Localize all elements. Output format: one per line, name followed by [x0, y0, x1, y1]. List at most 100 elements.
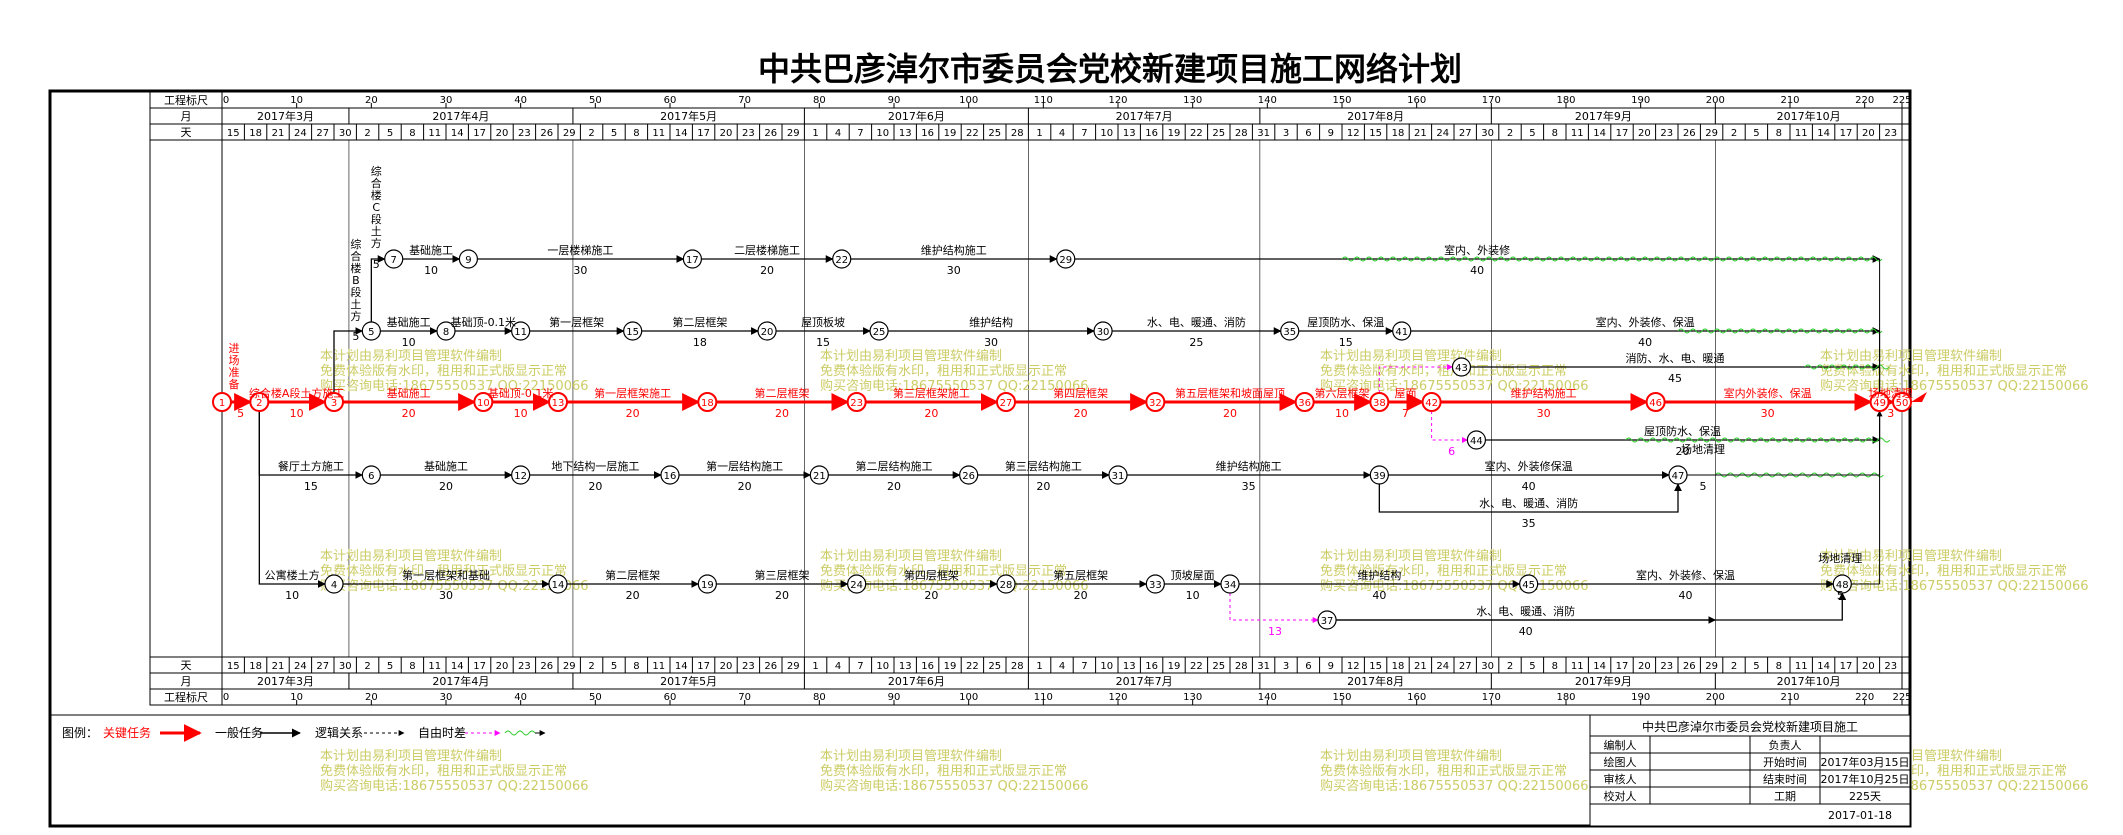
task-duration: 20 — [1074, 407, 1088, 420]
day-label: 22 — [1190, 661, 1203, 672]
event-node-31: 31 — [1108, 465, 1128, 485]
task-duration: 7 — [1402, 407, 1409, 420]
day-label: 24 — [1436, 661, 1449, 672]
header-day-label: 天 — [181, 659, 192, 672]
task-name: 室内外装修、保温 — [1724, 386, 1812, 400]
side-label-char: 综 — [350, 237, 361, 251]
ruler-tick-label: 10 — [290, 95, 303, 106]
event-node-20: 20 — [757, 321, 777, 341]
day-label: 19 — [944, 661, 957, 672]
event-node-number: 13 — [552, 398, 565, 409]
event-node-21: 21 — [809, 465, 829, 485]
event-node-number: 26 — [962, 471, 975, 482]
day-label: 29 — [1705, 661, 1718, 672]
event-node-number: 36 — [1298, 398, 1311, 409]
event-node-number: 17 — [686, 255, 699, 266]
day-label: 26 — [1683, 128, 1696, 139]
day-label: 25 — [988, 128, 1001, 139]
day-label: 20 — [1862, 661, 1875, 672]
event-node-circle — [1369, 465, 1389, 485]
info-k2-0: 负责人 — [1769, 738, 1802, 752]
day-label: 2 — [364, 661, 370, 672]
event-node-number: 47 — [1672, 471, 1685, 482]
day-label: 26 — [764, 661, 777, 672]
task-name: 第五层框架和坡面屋顶 — [1175, 386, 1285, 400]
event-node-circle — [697, 574, 717, 594]
day-label: 14 — [675, 661, 688, 672]
ruler-tick-label: 60 — [664, 692, 677, 703]
event-node-48: 48 — [1832, 574, 1852, 594]
task-duration: 20 — [1036, 480, 1050, 493]
day-label: 13 — [899, 661, 912, 672]
task-duration: 20 — [924, 407, 938, 420]
day-label: 30 — [1481, 661, 1494, 672]
day-label: 28 — [1011, 661, 1024, 672]
ruler-tick-label: 40 — [514, 692, 527, 703]
ruler-tick-label: 40 — [514, 95, 527, 106]
day-label: 1 — [812, 661, 818, 672]
day-label: 8 — [633, 661, 639, 672]
event-node-number: 22 — [835, 255, 848, 266]
event-node-2: 2 — [249, 392, 270, 412]
event-node-25: 25 — [869, 321, 889, 341]
ruler-tick-label: 130 — [1183, 692, 1202, 703]
day-label: 5 — [611, 661, 617, 672]
event-node-number: 11 — [514, 327, 527, 338]
event-node-number: 6 — [368, 471, 374, 482]
task-name: 基础顶-0.1米 — [451, 316, 516, 329]
watermark-line3: 购买咨询电话:18675550537 QQ:22150066 — [320, 378, 589, 394]
task-name: 第五层框架 — [1053, 568, 1108, 582]
watermark-line1: 本计划由易利项目管理软件编制 — [820, 749, 1002, 764]
task-name: 水、电、暖通、消防 — [1147, 315, 1246, 329]
task-duration: 40 — [1470, 264, 1484, 277]
ruler-tick-label: 110 — [1034, 95, 1053, 106]
event-node-number: 38 — [1373, 398, 1386, 409]
watermark-line1: 本计划由易利项目管理软件编制 — [1320, 549, 1502, 564]
event-node-circle — [1220, 574, 1240, 594]
month-label: 2017年7月 — [1116, 674, 1173, 688]
side-label-char: 段 — [350, 285, 361, 299]
event-node-18: 18 — [697, 392, 718, 412]
day-label: 16 — [1145, 661, 1158, 672]
task-duration: 25 — [1189, 336, 1203, 349]
event-node-circle — [1093, 321, 1113, 341]
watermark-line2: 免费体验版有水印，租用和正式版显示正常 — [820, 363, 1067, 379]
ruler-tick-label: 150 — [1332, 95, 1351, 106]
event-node-circle — [959, 465, 979, 485]
task-name: 屋顶板坡 — [801, 315, 845, 329]
event-node-number: 31 — [1112, 471, 1125, 482]
event-node-15: 15 — [623, 321, 643, 341]
info-k2-2: 结束时间 — [1763, 773, 1807, 786]
task-duration: 20 — [626, 589, 640, 602]
day-label: 14 — [451, 661, 464, 672]
task-name: 第三层结构施工 — [1005, 459, 1082, 473]
day-label: 23 — [1660, 661, 1673, 672]
event-node-number: 37 — [1321, 616, 1334, 627]
task-name: 维护结构 — [969, 315, 1013, 329]
day-label: 11 — [1571, 661, 1584, 672]
task-name: 公寓楼土方 — [265, 568, 320, 582]
info-date: 2017-01-18 — [1828, 809, 1892, 822]
info-k1-3: 校对人 — [1604, 789, 1637, 803]
event-node-number: 20 — [761, 327, 774, 338]
day-label: 11 — [1571, 128, 1584, 139]
day-label: 24 — [1436, 128, 1449, 139]
month-label: 2017年6月 — [888, 674, 945, 688]
day-label: 3 — [1283, 128, 1289, 139]
task-duration: 20 — [1676, 445, 1690, 458]
ruler-tick-label: 80 — [813, 692, 826, 703]
day-label: 5 — [1753, 661, 1759, 672]
watermark-line3: 购买咨询电话:18675550537 QQ:22150066 — [820, 378, 1089, 394]
ruler-tick-label: 100 — [959, 95, 978, 106]
event-node-number: 48 — [1836, 580, 1849, 591]
legend: 图例： 关键任务 一般任务 逻辑关系 自由时差 — [50, 714, 1910, 742]
task-name: 水、电、暖通、消防 — [1476, 604, 1575, 618]
day-label: 13 — [1123, 661, 1136, 672]
float-label: 6 — [1448, 445, 1455, 458]
task-duration: 40 — [1372, 589, 1386, 602]
day-label: 3 — [1283, 661, 1289, 672]
info-table: 中共巴彦淖尔市委员会党校新建项目施工 编制人 负责人 绘图人 开始时间 2017… — [1589, 714, 1911, 827]
task-name: 维护结构施工 — [921, 243, 987, 257]
day-label: 13 — [1123, 128, 1136, 139]
